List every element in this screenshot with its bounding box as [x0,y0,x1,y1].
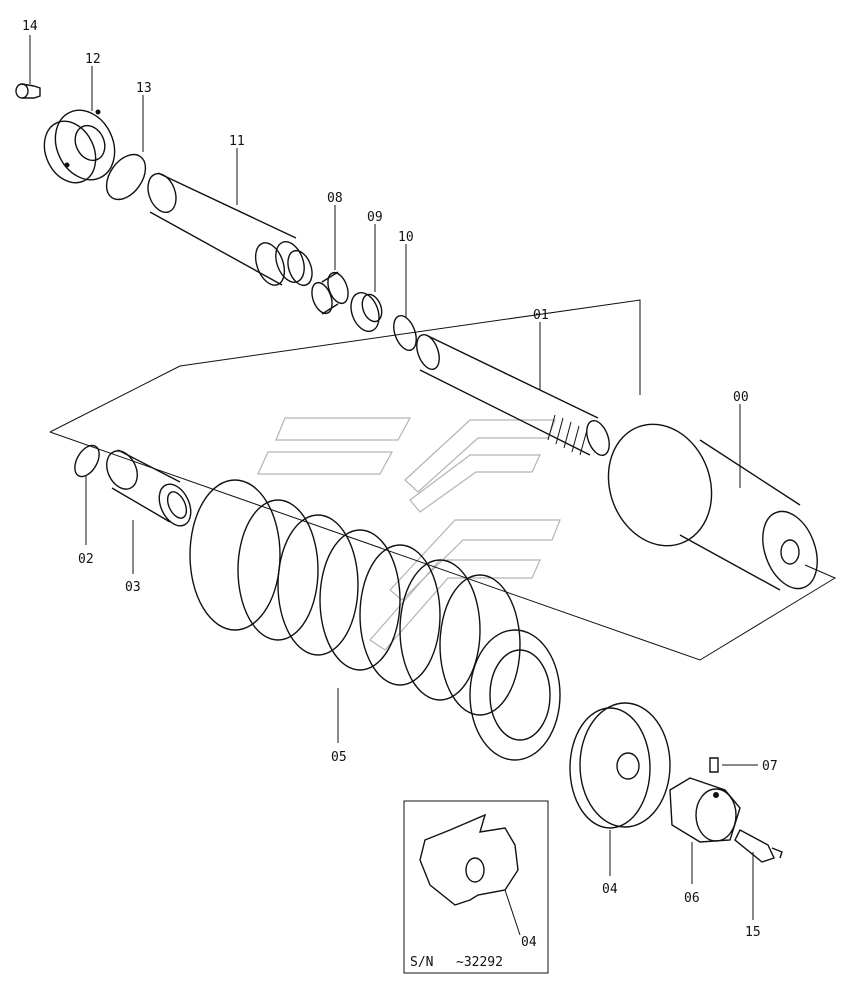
watermark-logo [257,417,561,651]
part-label-04: 04 [602,882,618,897]
part-label-01: 01 [533,308,549,323]
inset-serial-range: ~32292 [456,955,503,970]
bushing-08 [311,271,349,315]
part-label-03: 03 [125,580,141,595]
bolt-14 [15,83,41,99]
spring-05 [189,479,561,761]
inset-spring-seat [419,813,519,906]
part-label-07: 07 [762,759,778,774]
part-label-06: 06 [684,891,700,906]
grease-fitting-07 [709,757,719,773]
part-label-12: 12 [85,52,101,67]
rod-01 [416,334,610,456]
cylinder-00 [607,423,818,591]
seal-09 [350,291,383,333]
part-label-08: 08 [327,191,343,206]
part-label-09: 09 [367,210,383,225]
part-label-15: 15 [745,925,761,940]
part-label-11: 11 [229,134,245,149]
inset-serial-prefix: S/N [410,955,433,970]
inset-part-label: 04 [521,935,537,950]
nut-06 [669,777,741,843]
snap-ring-10 [393,315,417,351]
flange-cover-12 [43,109,116,184]
part-label-14: 14 [22,19,38,34]
valve-15 [734,829,783,863]
assembly-outline [49,299,837,661]
inset-box [403,800,549,974]
o-ring-13 [105,153,147,201]
leader-lines [29,35,758,920]
part-label-02: 02 [78,552,94,567]
part-labels: 00 01 02 03 04 05 06 07 08 09 10 11 12 13 14 15 [22,19,778,940]
sleeve-tube-11 [147,172,313,287]
part-label-10: 10 [398,230,414,245]
part-label-00: 00 [733,390,749,405]
spring-seat-04 [569,702,671,829]
part-label-05: 05 [331,750,347,765]
part-label-13: 13 [136,81,152,96]
o-ring-02 [74,444,100,478]
spacer-tube-03 [106,449,192,527]
